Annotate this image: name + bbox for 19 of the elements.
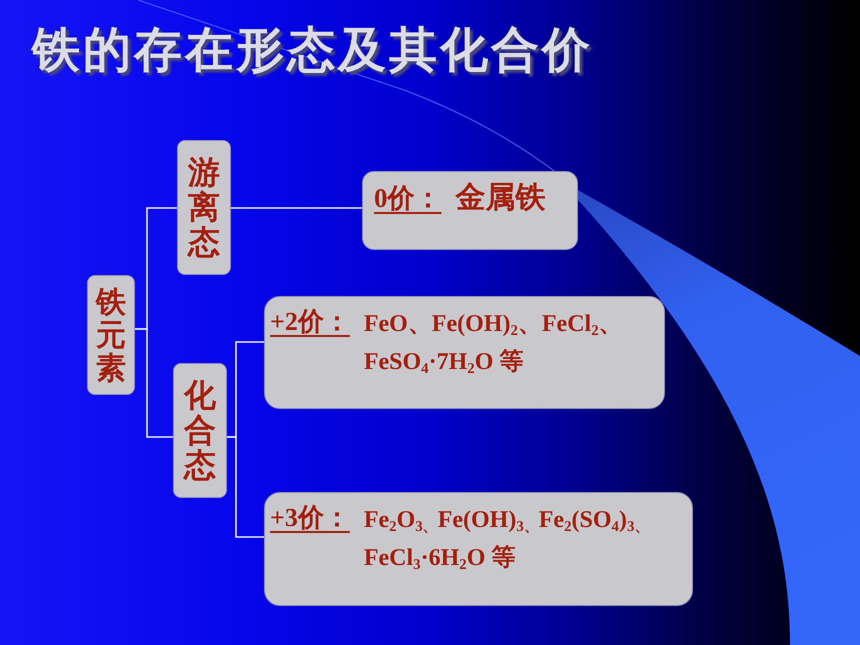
connector-line [135,328,173,438]
term-label: 化合态 [184,378,216,484]
term-box [177,140,231,275]
valence-label: +2价： [270,306,350,338]
connector-line [227,436,264,538]
valence-box [264,492,693,606]
term-box [173,363,227,498]
term-label: 铁元素 [96,286,126,384]
valence-box [362,171,578,250]
term-box [87,275,135,395]
valence-box [264,296,665,409]
slide-title: 铁的存在形态及其化合价 [32,22,593,80]
valence-label: 0价： [374,182,442,215]
compound-list: FeO、Fe(OH)$_{2}$、FeCl$_{2}$、FeSO$_{4}$·7H$_{2}$O 等 [364,305,660,381]
valence-label: +3价： [270,502,350,534]
connector-line [231,207,362,209]
substance-label: 金属铁 [456,180,546,216]
term-label: 游离态 [188,154,220,260]
compound-list: Fe$_{2}$O$_{3、}$Fe(OH)$_{3、}$Fe$_{2}$(SO$_{4}$)$_{3、}$FeCl$_{3}$·6H$_{2}$O 等 [364,501,690,577]
